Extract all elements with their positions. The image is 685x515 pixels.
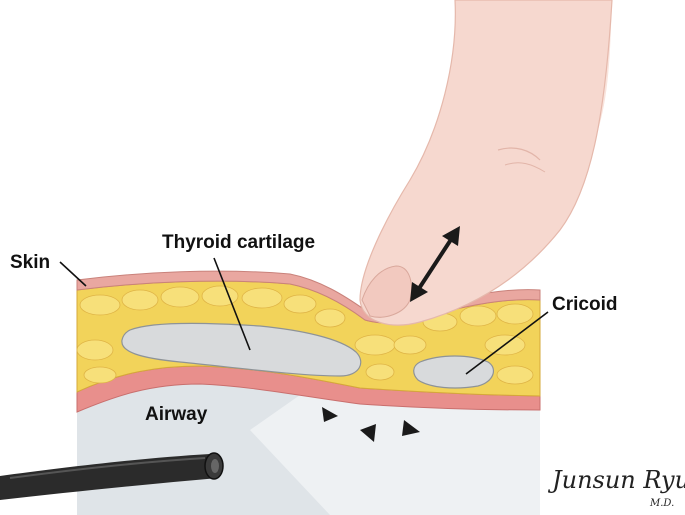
cricoid-label: Cricoid (552, 294, 617, 315)
artist-signature: Junsun Ryu M.D. (547, 466, 685, 509)
thyroid-cartilage-label: Thyroid cartilage (162, 232, 315, 253)
signature-suffix: M.D. (649, 498, 674, 509)
airway-label: Airway (145, 404, 208, 425)
skin-label: Skin (10, 252, 50, 273)
signature-name: Junsun Ryu (547, 466, 685, 494)
finger-icon (360, 0, 612, 325)
cricoid-cartilage-shape (414, 356, 494, 388)
skin-leader-line (60, 262, 86, 286)
